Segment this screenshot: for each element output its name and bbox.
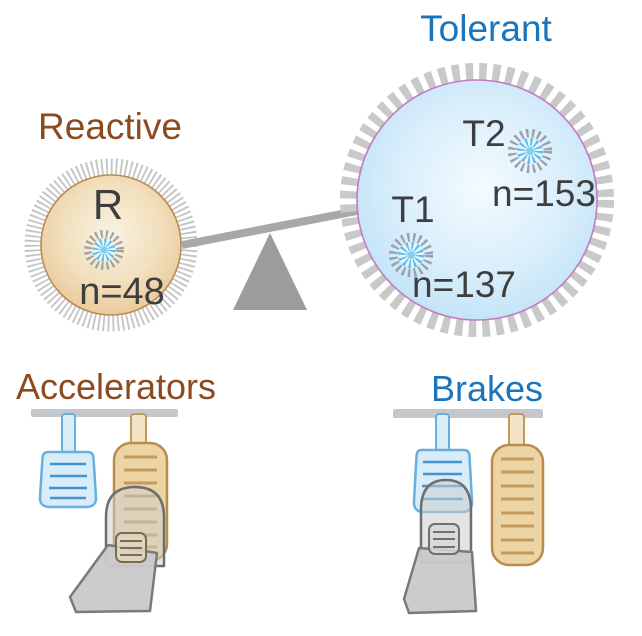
brake-pedal-stem bbox=[435, 413, 450, 453]
seesaw-fulcrum-triangle bbox=[233, 233, 307, 310]
t1-label: T1 bbox=[391, 189, 434, 230]
accelerators-panel: Accelerators bbox=[16, 366, 216, 614]
brake-pedal-pad bbox=[38, 450, 98, 509]
accelerator-pedal-pad bbox=[490, 443, 545, 567]
accelerator-pedal bbox=[490, 413, 545, 567]
accelerator-pedal-stem bbox=[508, 413, 525, 449]
seesaw-beam bbox=[181, 206, 363, 249]
shoe-sole bbox=[402, 546, 478, 615]
brakes-panel: Brakes bbox=[393, 368, 545, 615]
foot-on-brake bbox=[402, 478, 478, 615]
reactive-group-label: R bbox=[93, 181, 123, 228]
tolerant-title: Tolerant bbox=[420, 8, 552, 49]
t2-label: T2 bbox=[462, 113, 505, 154]
pedal-mount-bar bbox=[393, 409, 543, 418]
brakes-title: Brakes bbox=[431, 368, 543, 409]
t1-count: n=137 bbox=[412, 264, 516, 305]
shoe-heel-tread bbox=[428, 523, 460, 555]
reactive-title: Reactive bbox=[38, 106, 182, 147]
brake-pedal bbox=[38, 413, 98, 509]
brake-pedal-ridges bbox=[49, 462, 87, 500]
brake-pedal-stem bbox=[61, 413, 76, 455]
tolerant-hatch-ring bbox=[340, 63, 614, 337]
shoe-heel-tread bbox=[115, 532, 147, 563]
foot-on-accelerator bbox=[68, 485, 166, 614]
accelerator-pedal-ridges bbox=[501, 457, 534, 555]
reactive-count: n=48 bbox=[79, 271, 165, 313]
t2-count: n=153 bbox=[492, 173, 596, 214]
pedal-mount-bar bbox=[31, 409, 178, 417]
accelerators-title: Accelerators bbox=[16, 366, 216, 407]
